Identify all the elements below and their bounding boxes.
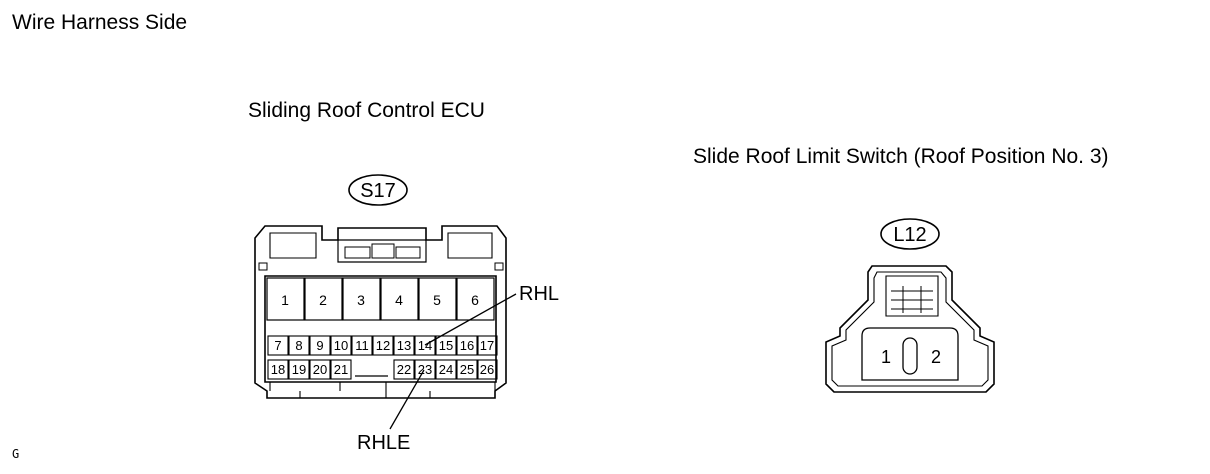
ecu-connector-body: [254, 225, 507, 399]
pin-label: 24: [439, 362, 453, 377]
ecu-connector-code-oval: [348, 174, 408, 206]
pin-label: 23: [418, 362, 432, 377]
ecu-title: Sliding Roof Control ECU: [248, 99, 485, 122]
ecu-bottom-row-cells: [267, 359, 498, 380]
pin-label: 18: [271, 362, 285, 377]
page-heading: Wire Harness Side: [12, 11, 188, 34]
ecu-top-row-labels: 1 2 3 4 5 6: [281, 292, 479, 308]
switch-connector-code: L12: [893, 224, 926, 246]
pin-label: 2: [319, 292, 327, 308]
pin-label: 21: [334, 362, 348, 377]
pin-label: 16: [460, 338, 474, 353]
switch-connector-code-oval: [880, 218, 940, 250]
pin-label: 6: [471, 292, 479, 308]
ecu-middle-row-labels: 7 8 9 10 11 12 13 14 15 16 17: [274, 338, 494, 353]
pin-label: 14: [418, 338, 432, 353]
pin-label: 8: [295, 338, 302, 353]
pin-label: 25: [460, 362, 474, 377]
ecu-bottom-row-labels: 18 19 20 21 22 23 24 25 26: [271, 362, 494, 377]
pin-label: 4: [395, 292, 403, 308]
pin-label: 26: [480, 362, 494, 377]
ecu-middle-row-cells: [267, 335, 498, 356]
footer-code: G: [12, 447, 20, 461]
ecu-connector-code: S17: [360, 180, 396, 202]
switch-pin-label: 2: [931, 347, 941, 367]
pin-label: 19: [292, 362, 306, 377]
pin-label: 15: [439, 338, 453, 353]
callout-line-rhle: [389, 369, 425, 430]
pin-label: 11: [355, 338, 369, 353]
pin-label: 7: [274, 338, 281, 353]
pin-label: 3: [357, 292, 365, 308]
pin-label: 12: [376, 338, 390, 353]
pin-label: 5: [433, 292, 441, 308]
switch-connector-body: [825, 265, 995, 393]
pin-label: 10: [334, 338, 348, 353]
pin-label: 17: [480, 338, 494, 353]
pin-label: 9: [316, 338, 323, 353]
callout-line-rhl: [424, 293, 517, 346]
pin-label: 20: [313, 362, 327, 377]
pin-label: 13: [397, 338, 411, 353]
ecu-top-row-cells: [266, 277, 495, 321]
pin-label: 22: [397, 362, 411, 377]
callout-label-rhl: RHL: [519, 283, 559, 305]
pin-label: 1: [281, 292, 289, 308]
switch-pin-label: 1: [881, 347, 891, 367]
callout-label-rhle: RHLE: [357, 432, 410, 454]
limit-switch-title: Slide Roof Limit Switch (Roof Position N…: [693, 145, 1109, 168]
